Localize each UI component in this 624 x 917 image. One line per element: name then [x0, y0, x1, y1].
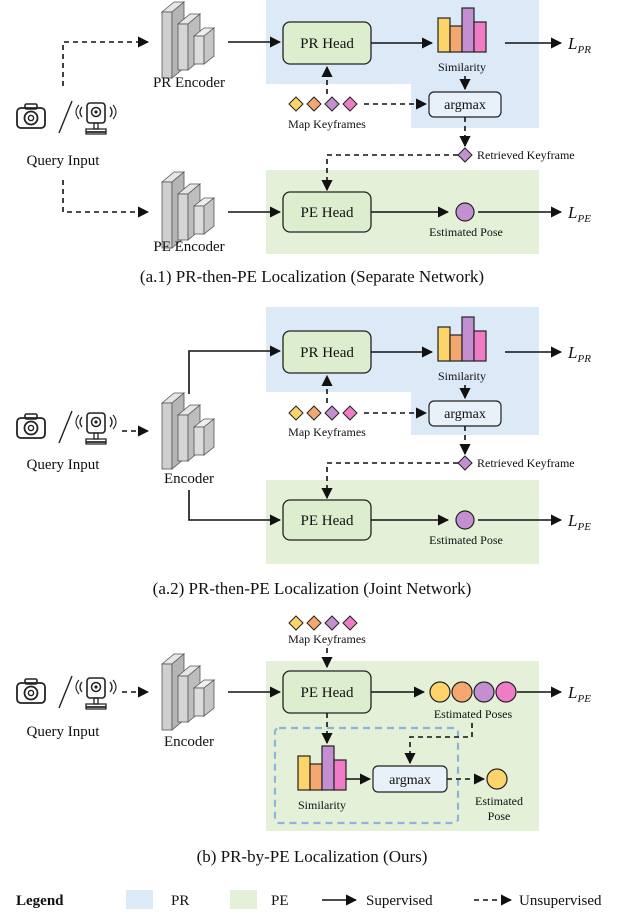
lidar-sensor-icon [75, 102, 117, 135]
map-keyframes-icons [288, 405, 358, 421]
retrieved-keyframe-label: Retrieved Keyframe [477, 148, 575, 162]
section-a1: Query Input PR Encoder PE Encoder PR Hea… [16, 0, 591, 286]
loss-pe: LPE [567, 683, 591, 705]
caption-a2: (a.2) PR-then-PE Localization (Joint Net… [153, 579, 472, 598]
estimated-pose-label-2: Pose [488, 809, 511, 823]
pe-head-label: PE Head [301, 685, 354, 701]
legend-pe-label: PE [271, 893, 289, 909]
camera-icon [16, 678, 46, 704]
section-b: Map Keyframes Query Input Encoder PE Hea… [16, 615, 591, 866]
legend-unsupervised-label: Unsupervised [519, 893, 602, 909]
encoder-label: Encoder [164, 471, 214, 487]
query-input-label: Query Input [27, 457, 101, 473]
map-keyframes-label: Map Keyframes [288, 632, 366, 646]
caption-b: (b) PR-by-PE Localization (Ours) [197, 847, 428, 866]
estimated-pose-label-1: Estimated [475, 794, 523, 808]
section-a2: Query Input Encoder PR Head Similarity L… [16, 307, 591, 598]
pr-head-label: PR Head [300, 345, 354, 361]
similarity-label: Similarity [438, 369, 486, 383]
lidar-sensor-icon [75, 677, 117, 710]
estimated-pose-label: Estimated Pose [429, 533, 503, 547]
loss-pe: LPE [567, 511, 591, 533]
loss-pe: LPE [567, 203, 591, 225]
encoder-label: Encoder [164, 734, 214, 750]
camera-icon [16, 413, 46, 439]
argmax-label: argmax [444, 407, 486, 422]
pr-encoder-label: PR Encoder [153, 75, 225, 91]
estimated-pose-circle [455, 202, 475, 222]
legend-pr-swatch [126, 890, 153, 909]
argmax-label: argmax [389, 773, 431, 788]
pr-encoder-icon [161, 1, 215, 79]
pe-head-label: PE Head [301, 513, 354, 529]
legend: Legend PR PE Supervised Unsupervised [16, 890, 602, 909]
query-input-label: Query Input [27, 724, 101, 740]
pr-dashed-frame [273, 726, 460, 825]
map-keyframes-icons [288, 96, 358, 112]
lidar-sensor-icon [75, 412, 117, 445]
encoder-icon [161, 653, 215, 731]
loss-pr: LPR [567, 34, 591, 56]
caption-a1: (a.1) PR-then-PE Localization (Separate … [140, 267, 484, 286]
estimated-poses-label: Estimated Poses [434, 707, 513, 721]
retrieved-keyframe-label: Retrieved Keyframe [477, 456, 575, 470]
pe-encoder-label: PE Encoder [153, 239, 224, 255]
query-input-label: Query Input [27, 153, 101, 169]
legend-supervised-label: Supervised [366, 893, 433, 909]
camera-icon [16, 103, 46, 129]
map-keyframes-icons [288, 615, 358, 631]
similarity-label: Similarity [438, 60, 486, 74]
estimated-pose-circle [455, 510, 475, 530]
map-keyframes-label: Map Keyframes [288, 425, 366, 439]
encoder-icon [161, 392, 215, 470]
loss-pr: LPR [567, 343, 591, 365]
argmax-label: argmax [444, 98, 486, 113]
similarity-label: Similarity [298, 798, 346, 812]
legend-pe-swatch [230, 890, 257, 909]
pr-head-label: PR Head [300, 36, 354, 52]
pe-head-label: PE Head [301, 205, 354, 221]
estimated-pose-circle [486, 768, 508, 790]
legend-title: Legend [16, 893, 64, 909]
legend-pr-label: PR [171, 893, 189, 909]
estimated-pose-label: Estimated Pose [429, 225, 503, 239]
pe-encoder-icon [161, 171, 215, 249]
map-keyframes-label: Map Keyframes [288, 117, 366, 131]
